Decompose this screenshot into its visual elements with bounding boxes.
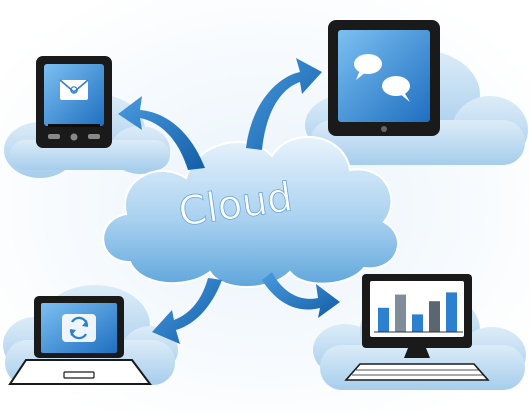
laptop-touchpad [63,371,95,379]
bar-chart-icon [374,292,463,333]
phone-home-button [70,133,78,141]
chat-bubbles-icon [354,54,410,102]
bar-0 [378,307,389,332]
mail-icon [59,79,89,100]
arrows [118,58,340,344]
arrow-to-phone [118,96,205,170]
laptop-device [8,296,152,385]
tablet-screen [338,30,430,122]
monitor-screen [370,281,464,337]
monitor-stand [404,348,430,358]
sync-icon [62,314,96,342]
bar-4 [446,292,457,332]
monitor-device [344,274,490,381]
central-cloud: Cloud [102,135,400,288]
bar-3 [429,301,440,332]
monitor-keyboard [344,363,490,381]
arrow-to-laptop [152,278,222,344]
bar-2 [412,314,423,332]
bar-1 [395,294,406,332]
tablet-home-button [381,126,387,132]
tablet-device [328,20,440,136]
arrow-to-tablet [246,58,322,150]
arrow-to-monitor [262,272,340,318]
phone-button-left [48,134,60,139]
phone-device [36,56,112,148]
phone-button-right [88,134,100,139]
